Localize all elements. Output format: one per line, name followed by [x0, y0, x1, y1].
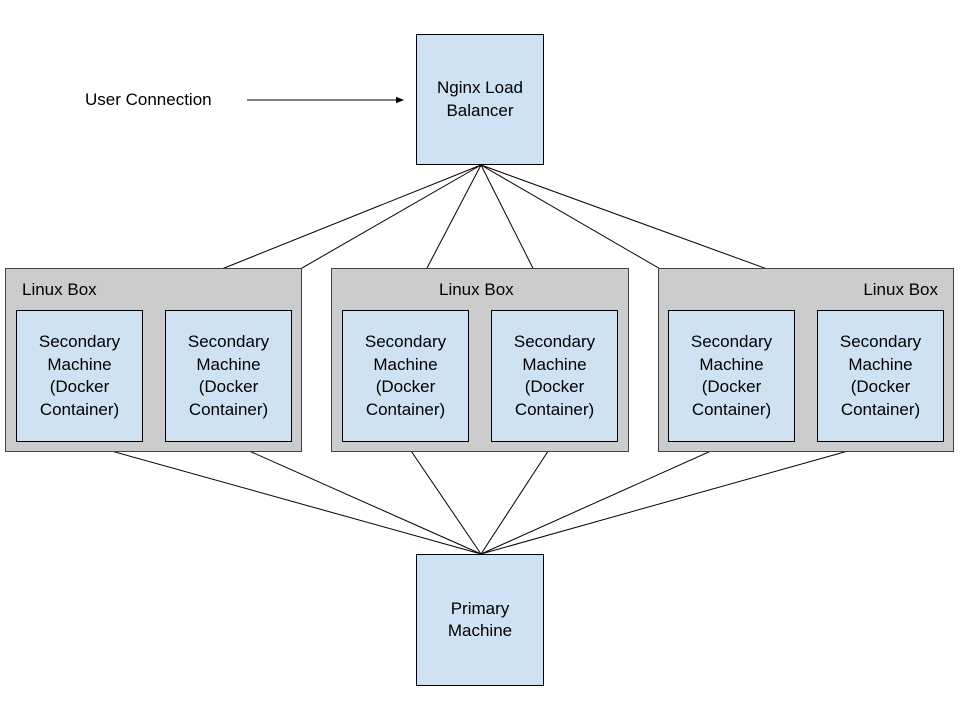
secondary-machine-label: Secondary Machine (Docker Container): [690, 332, 773, 419]
linux-box-label: Linux Box: [439, 280, 514, 299]
secondary-machine-label: Secondary Machine (Docker Container): [839, 332, 922, 419]
linux-box-label: Linux Box: [22, 280, 97, 299]
secondary-machine-label: Secondary Machine (Docker Container): [364, 332, 447, 419]
secondary-machine-label: Secondary Machine (Docker Container): [513, 332, 596, 419]
edge-container-6-to-primary: [480, 441, 881, 555]
secondary-machine-container: Secondary Machine (Docker Container): [165, 310, 292, 442]
edge-container-2-to-primary: [228, 441, 482, 555]
secondary-machine-container: Secondary Machine (Docker Container): [817, 310, 944, 442]
edge-container-1-to-primary: [78, 441, 482, 555]
edge-container-4-to-primary: [480, 441, 555, 555]
secondary-machine-container: Secondary Machine (Docker Container): [16, 310, 143, 442]
load-balancer-label: Nginx Load Balancer: [436, 78, 523, 120]
primary-machine-label: Primary Machine: [447, 598, 513, 641]
secondary-machine-label: Secondary Machine (Docker Container): [38, 332, 121, 419]
secondary-machine-container: Secondary Machine (Docker Container): [668, 310, 795, 442]
secondary-machine-container: Secondary Machine (Docker Container): [342, 310, 469, 442]
primary-machine-node: Primary Machine: [416, 554, 544, 686]
secondary-machine-label: Secondary Machine (Docker Container): [187, 332, 270, 419]
edge-container-3-to-primary: [404, 441, 482, 555]
load-balancer-node: Nginx Load Balancer: [416, 34, 544, 165]
secondary-machine-container: Secondary Machine (Docker Container): [491, 310, 618, 442]
linux-box-label: Linux Box: [863, 280, 938, 299]
user-connection-label: User Connection: [85, 90, 212, 109]
edge-container-5-to-primary: [480, 441, 732, 555]
